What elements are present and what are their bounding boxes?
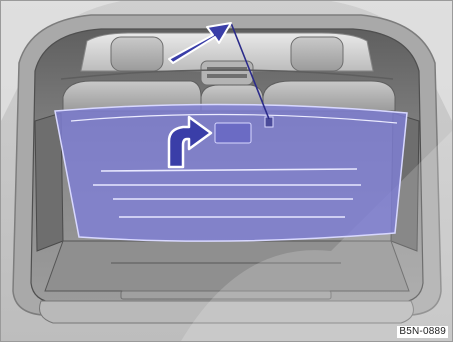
figure-code: B5N-0889 (397, 326, 448, 338)
headrest-left (111, 37, 163, 71)
vent-slat-2 (207, 74, 247, 78)
cover-handle-recess (215, 123, 251, 143)
headrest-right (291, 37, 343, 71)
center-console-vent (201, 61, 253, 85)
